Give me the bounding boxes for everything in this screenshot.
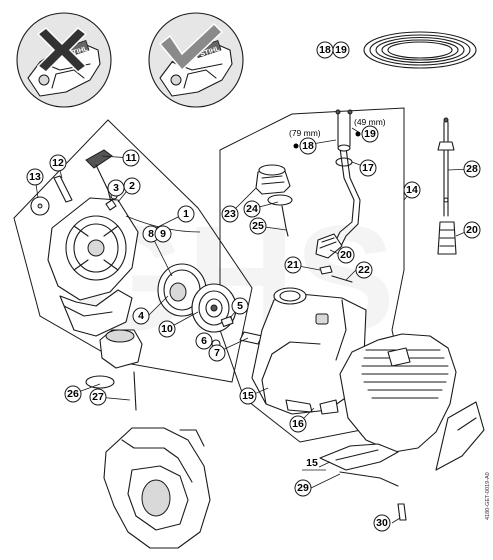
fuel-tank bbox=[251, 287, 367, 415]
svg-text:(79 mm): (79 mm) bbox=[289, 128, 321, 138]
svg-text:7: 7 bbox=[214, 347, 220, 359]
svg-text:30: 30 bbox=[376, 517, 388, 529]
rope-clip bbox=[105, 199, 117, 211]
svg-text:22: 22 bbox=[358, 264, 370, 276]
svg-text:9: 9 bbox=[160, 228, 166, 240]
callout-7: 7 bbox=[208, 344, 226, 362]
callout-4: 4 bbox=[132, 307, 150, 325]
fuel-hose-coil bbox=[363, 31, 477, 69]
svg-text:8: 8 bbox=[148, 228, 154, 240]
svg-text:17: 17 bbox=[362, 162, 374, 174]
starter-screw bbox=[53, 175, 73, 203]
svg-text:10: 10 bbox=[161, 323, 173, 335]
callout-3: 3 bbox=[107, 179, 125, 197]
primer-stem bbox=[133, 371, 137, 411]
svg-text:2: 2 bbox=[129, 180, 135, 192]
inset-correct: STIHL bbox=[148, 12, 244, 108]
svg-text:25: 25 bbox=[252, 220, 264, 232]
svg-text:15: 15 bbox=[242, 390, 254, 402]
callout-6: 6 bbox=[195, 332, 213, 350]
pawl bbox=[220, 315, 234, 328]
fitting bbox=[319, 265, 333, 275]
svg-text:27: 27 bbox=[92, 391, 104, 403]
cross-mark-icon bbox=[36, 27, 88, 73]
callout-19-measure: (49 mm) 19 bbox=[354, 117, 386, 143]
fuel-pickup-line bbox=[333, 144, 361, 249]
callout-2: 2 bbox=[123, 177, 141, 195]
document-number: 4180-GET-0019-A0 bbox=[485, 472, 491, 520]
vent-valve-line bbox=[331, 275, 353, 283]
tank-cap bbox=[255, 164, 291, 195]
svg-text:3: 3 bbox=[113, 182, 119, 194]
callout-21: 21 bbox=[284, 256, 302, 274]
callout-5: 5 bbox=[231, 297, 249, 315]
callout-9: 9 bbox=[154, 225, 172, 243]
callout-25: 25 bbox=[249, 217, 267, 235]
callout-18-top: 18 bbox=[316, 41, 334, 59]
svg-text:(49 mm): (49 mm) bbox=[354, 117, 386, 127]
callout-20-b: 20 bbox=[463, 221, 481, 239]
deflector-plate bbox=[319, 443, 399, 487]
inset-incorrect: STIHL bbox=[16, 12, 112, 108]
cap-seal bbox=[267, 194, 293, 206]
svg-text:1: 1 bbox=[183, 208, 189, 220]
callout-11: 11 bbox=[122, 149, 140, 167]
svg-text:12: 12 bbox=[52, 157, 64, 169]
callout-10: 10 bbox=[158, 320, 176, 338]
screw-30 bbox=[397, 503, 407, 521]
svg-text:18: 18 bbox=[319, 44, 331, 56]
svg-text:26: 26 bbox=[67, 388, 79, 400]
svg-text:15: 15 bbox=[306, 457, 318, 469]
fuel-pickup-right bbox=[437, 117, 455, 217]
svg-text:18: 18 bbox=[302, 140, 314, 152]
callout-27: 27 bbox=[89, 388, 107, 406]
callout-19-top: 19 bbox=[332, 41, 350, 59]
spring-clip bbox=[239, 331, 263, 345]
callout-15-b: 15 bbox=[302, 457, 326, 471]
svg-text:4: 4 bbox=[138, 310, 144, 322]
callout-12: 12 bbox=[49, 154, 67, 172]
engine-block bbox=[339, 333, 485, 471]
svg-text:19: 19 bbox=[364, 128, 376, 140]
callout-16: 16 bbox=[289, 415, 307, 433]
primer-cap bbox=[99, 329, 143, 369]
callout-26: 26 bbox=[64, 385, 82, 403]
retainer-strap bbox=[281, 205, 289, 237]
svg-text:16: 16 bbox=[292, 418, 304, 430]
callout-14: 14 bbox=[403, 181, 421, 199]
svg-text:11: 11 bbox=[125, 152, 136, 164]
svg-text:6: 6 bbox=[201, 335, 207, 347]
svg-text:20: 20 bbox=[466, 224, 478, 236]
svg-text:5: 5 bbox=[237, 300, 243, 312]
svg-text:28: 28 bbox=[466, 163, 478, 175]
callout-29: 29 bbox=[294, 479, 312, 497]
callout-23: 23 bbox=[221, 205, 239, 223]
svg-text:20: 20 bbox=[340, 249, 352, 261]
callout-24: 24 bbox=[243, 200, 261, 218]
svg-text:13: 13 bbox=[29, 171, 41, 183]
svg-text:29: 29 bbox=[297, 482, 309, 494]
starter-cover bbox=[47, 197, 139, 337]
callout-30: 30 bbox=[373, 514, 391, 532]
pickup-strainer bbox=[437, 221, 457, 255]
svg-text:14: 14 bbox=[406, 184, 418, 196]
o-ring bbox=[85, 375, 115, 389]
svg-text:19: 19 bbox=[335, 44, 347, 56]
check-mark-icon bbox=[158, 22, 224, 72]
callout-15-a: 15 bbox=[239, 387, 257, 405]
callout-17: 17 bbox=[359, 159, 377, 177]
callout-13: 13 bbox=[26, 168, 44, 186]
callout-22: 22 bbox=[355, 261, 373, 279]
fan-housing bbox=[103, 427, 211, 549]
callout-18-measure: (79 mm) 18 bbox=[289, 128, 321, 155]
svg-text:24: 24 bbox=[246, 203, 258, 215]
callout-28: 28 bbox=[463, 160, 481, 178]
callout-1: 1 bbox=[177, 205, 195, 223]
callout-20-a: 20 bbox=[337, 246, 355, 264]
svg-text:21: 21 bbox=[287, 259, 299, 271]
svg-text:23: 23 bbox=[224, 208, 236, 220]
